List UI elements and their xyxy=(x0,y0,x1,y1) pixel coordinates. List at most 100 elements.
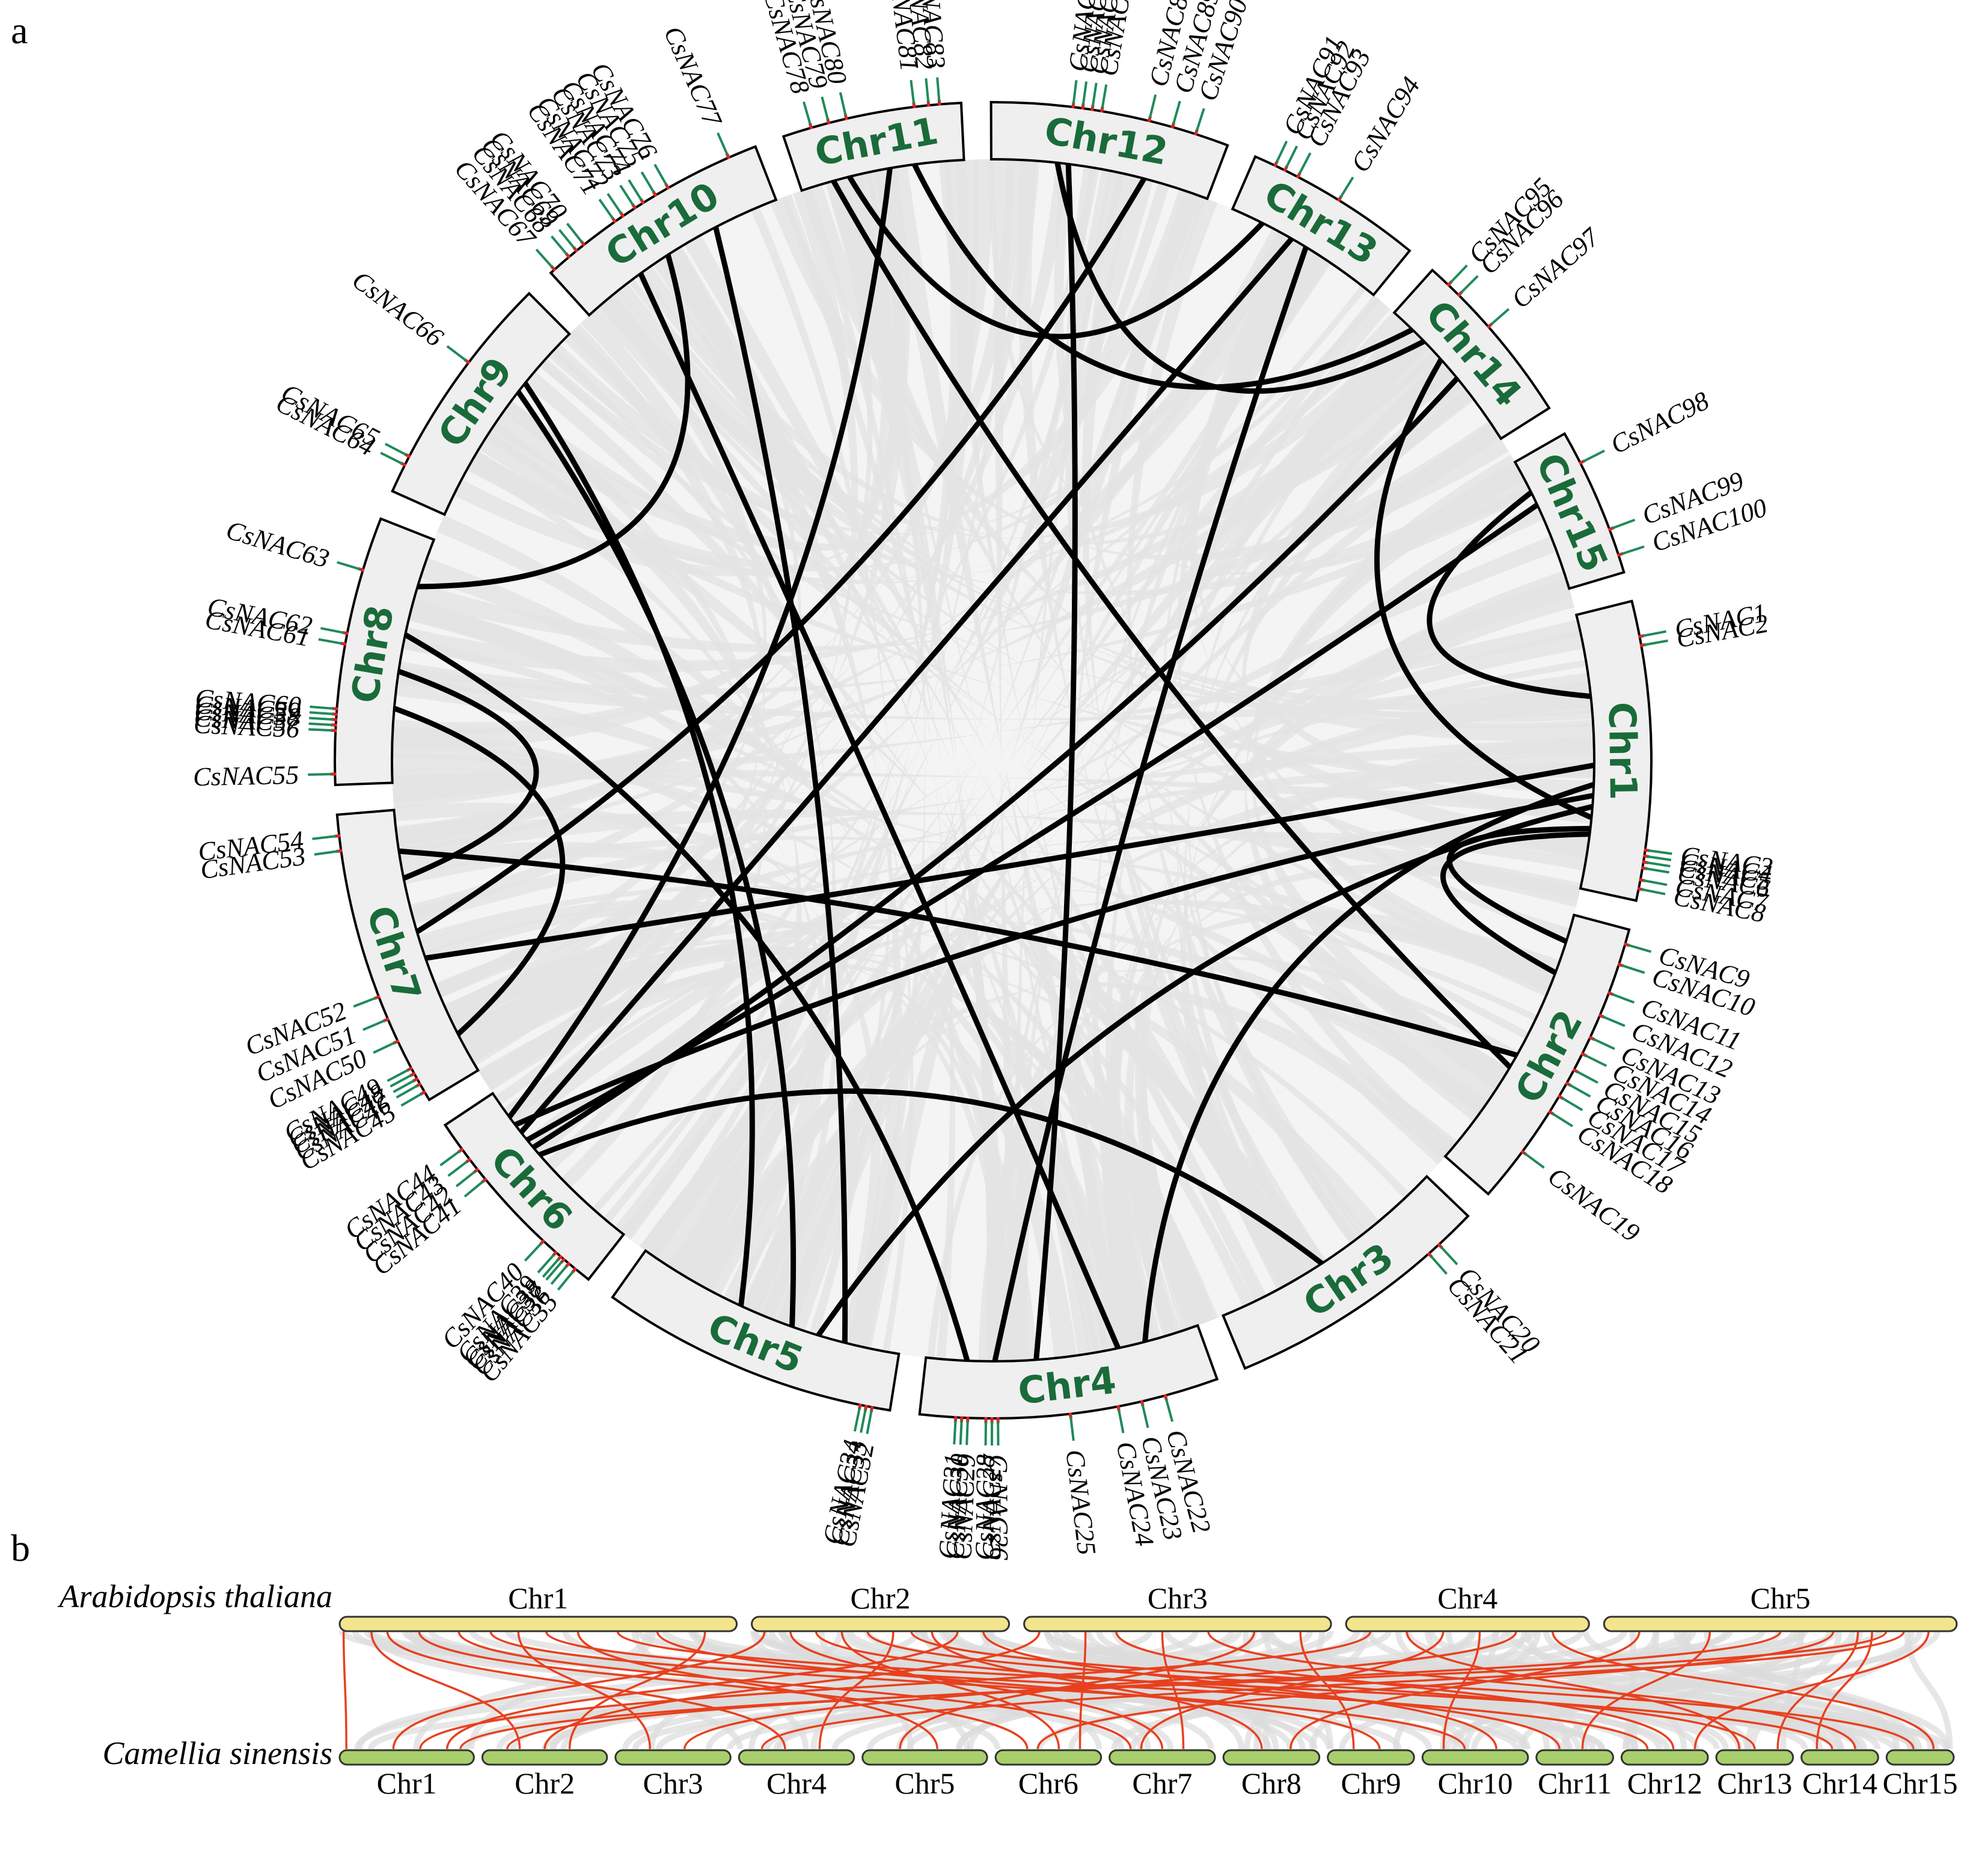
gene-label-csnac57: CsNAC57 xyxy=(194,703,302,737)
duplication-link xyxy=(1427,490,1591,700)
gene-tick xyxy=(1164,1398,1174,1422)
chromosome-segment-chr6 xyxy=(443,1091,626,1281)
arabidopsis-chromosome-label: Chr1 xyxy=(508,1581,568,1615)
syntenic-gene-pair-link xyxy=(1036,1631,1835,1750)
chromosome-segment-chr15 xyxy=(1513,432,1626,590)
collinear-block-ribbon xyxy=(1180,504,1544,1290)
panel-b-label: b xyxy=(11,1527,30,1569)
collinear-block-link xyxy=(1904,1631,1953,1750)
gene-tick xyxy=(310,705,334,710)
syntenic-gene-pair-link xyxy=(543,1631,1041,1750)
chromosome-segment-chr12 xyxy=(989,101,1229,201)
gene-tick xyxy=(1647,855,1672,861)
gene-label-csnac27: CsNAC27 xyxy=(977,1453,1006,1560)
gene-tick xyxy=(551,235,568,255)
gene-tick xyxy=(535,248,554,269)
arabidopsis-chromosome-bar xyxy=(1023,1616,1332,1632)
syntenic-gene-pair-link xyxy=(910,1631,1915,1750)
gene-tick xyxy=(1072,80,1078,105)
camellia-chromosome-label: Chr7 xyxy=(1132,1766,1192,1800)
gene-tick xyxy=(393,1079,415,1093)
gene-tick xyxy=(380,451,403,465)
gene-label-csnac25: CsNAC25 xyxy=(1060,1448,1101,1557)
camellia-chromosome-label: Chr5 xyxy=(895,1766,955,1800)
collinear-block-ribbon xyxy=(840,175,1005,1361)
syntenic-gene-pair-link xyxy=(1815,1631,1873,1750)
gene-tick xyxy=(384,442,408,456)
syntenic-gene-links xyxy=(342,1631,1935,1750)
duplication-link xyxy=(912,163,1414,390)
gene-tick xyxy=(1561,1096,1583,1111)
collinearity-background xyxy=(392,159,1594,1361)
gene-label-csnac63: CsNAC63 xyxy=(223,515,333,574)
gene-tick xyxy=(953,1420,957,1445)
arabidopsis-chromosome-bar xyxy=(338,1616,738,1632)
gene-tick xyxy=(959,1420,963,1445)
chromosome-segment-chr13 xyxy=(1231,154,1411,297)
gene-tick xyxy=(1285,145,1298,168)
gene-tick xyxy=(309,716,334,721)
arabidopsis-chromosome-label: Chr3 xyxy=(1148,1581,1208,1615)
synteny-background xyxy=(338,1629,1953,1750)
camellia-chromosome-label: Chr2 xyxy=(515,1766,575,1800)
camellia-chromosome-bar xyxy=(1620,1749,1709,1766)
gene-tick xyxy=(1648,849,1672,855)
gene-label-csnac56: CsNAC56 xyxy=(193,709,300,743)
camellia-chromosome-bar xyxy=(338,1749,475,1766)
camellia-chromosome-bar xyxy=(1327,1749,1415,1766)
chromosome-segment-chr14 xyxy=(1392,268,1551,441)
gene-tick xyxy=(446,345,467,362)
gene-tick xyxy=(1141,1404,1149,1428)
chromosome-segment-chr10 xyxy=(549,145,778,317)
chromosome-label: Chr1 xyxy=(1600,701,1645,800)
chromosome-segment-chr4 xyxy=(918,1323,1219,1420)
syntenic-gene-pair-link xyxy=(392,1631,766,1750)
chromosome-segment-chr1 xyxy=(1574,599,1653,902)
duplication-link xyxy=(1054,162,1426,394)
camellia-chromosome-label: Chr14 xyxy=(1802,1766,1877,1800)
gene-tick xyxy=(717,132,729,156)
syntenic-gene-pair-link xyxy=(418,1631,1029,1750)
chromosome-segment-chr8 xyxy=(334,517,436,787)
gene-tick xyxy=(1081,81,1088,106)
gene-tick xyxy=(1298,152,1312,175)
gene-tick xyxy=(1449,264,1468,284)
gene-tick xyxy=(1621,964,1645,974)
syntenic-gene-pair-link xyxy=(866,1631,1756,1750)
collinear-block-link xyxy=(1543,1631,1844,1750)
camellia-chromosome-bar xyxy=(1715,1749,1794,1766)
arabidopsis-chromosome-bar xyxy=(1603,1616,1958,1632)
gene-label-csnac98: CsNAC98 xyxy=(1606,386,1713,460)
chromosome-segment-chr3 xyxy=(1222,1174,1470,1370)
chromosome-segment-chr9 xyxy=(391,291,572,516)
gene-tick xyxy=(1148,94,1157,118)
syntenic-gene-pair-link xyxy=(616,1631,1834,1750)
camellia-chromosome-label: Chr11 xyxy=(1538,1766,1612,1800)
collinear-block-ribbon xyxy=(444,887,1538,1022)
gene-tick xyxy=(1602,1015,1626,1027)
gene-tick xyxy=(965,1421,969,1445)
gene-tick xyxy=(1641,888,1666,896)
gene-tick xyxy=(1584,1054,1607,1067)
duplication-link xyxy=(522,381,755,1307)
gene-label-csnac55: CsNAC55 xyxy=(193,760,299,792)
gene-tick xyxy=(463,1180,485,1198)
camellia-chromosome-bar xyxy=(738,1749,855,1766)
gene-tick xyxy=(314,850,338,856)
syntenic-gene-pair-link xyxy=(1140,1631,1445,1750)
collinear-block-link xyxy=(1582,1631,1951,1750)
syntenic-gene-pair-link xyxy=(1289,1631,1641,1750)
chromosome-segment-chr5 xyxy=(611,1249,901,1412)
collinear-block-ribbon xyxy=(1252,461,1526,1088)
syntenic-gene-pair-link xyxy=(506,1631,1782,1750)
duplication-link xyxy=(415,177,1147,935)
gene-tick xyxy=(839,92,847,117)
gene-tick xyxy=(318,638,343,645)
collinear-block-ribbon xyxy=(993,159,1025,1361)
gene-tick xyxy=(936,77,941,102)
gene-tick xyxy=(925,78,930,103)
chromosome-segment-chr7 xyxy=(335,808,480,1102)
